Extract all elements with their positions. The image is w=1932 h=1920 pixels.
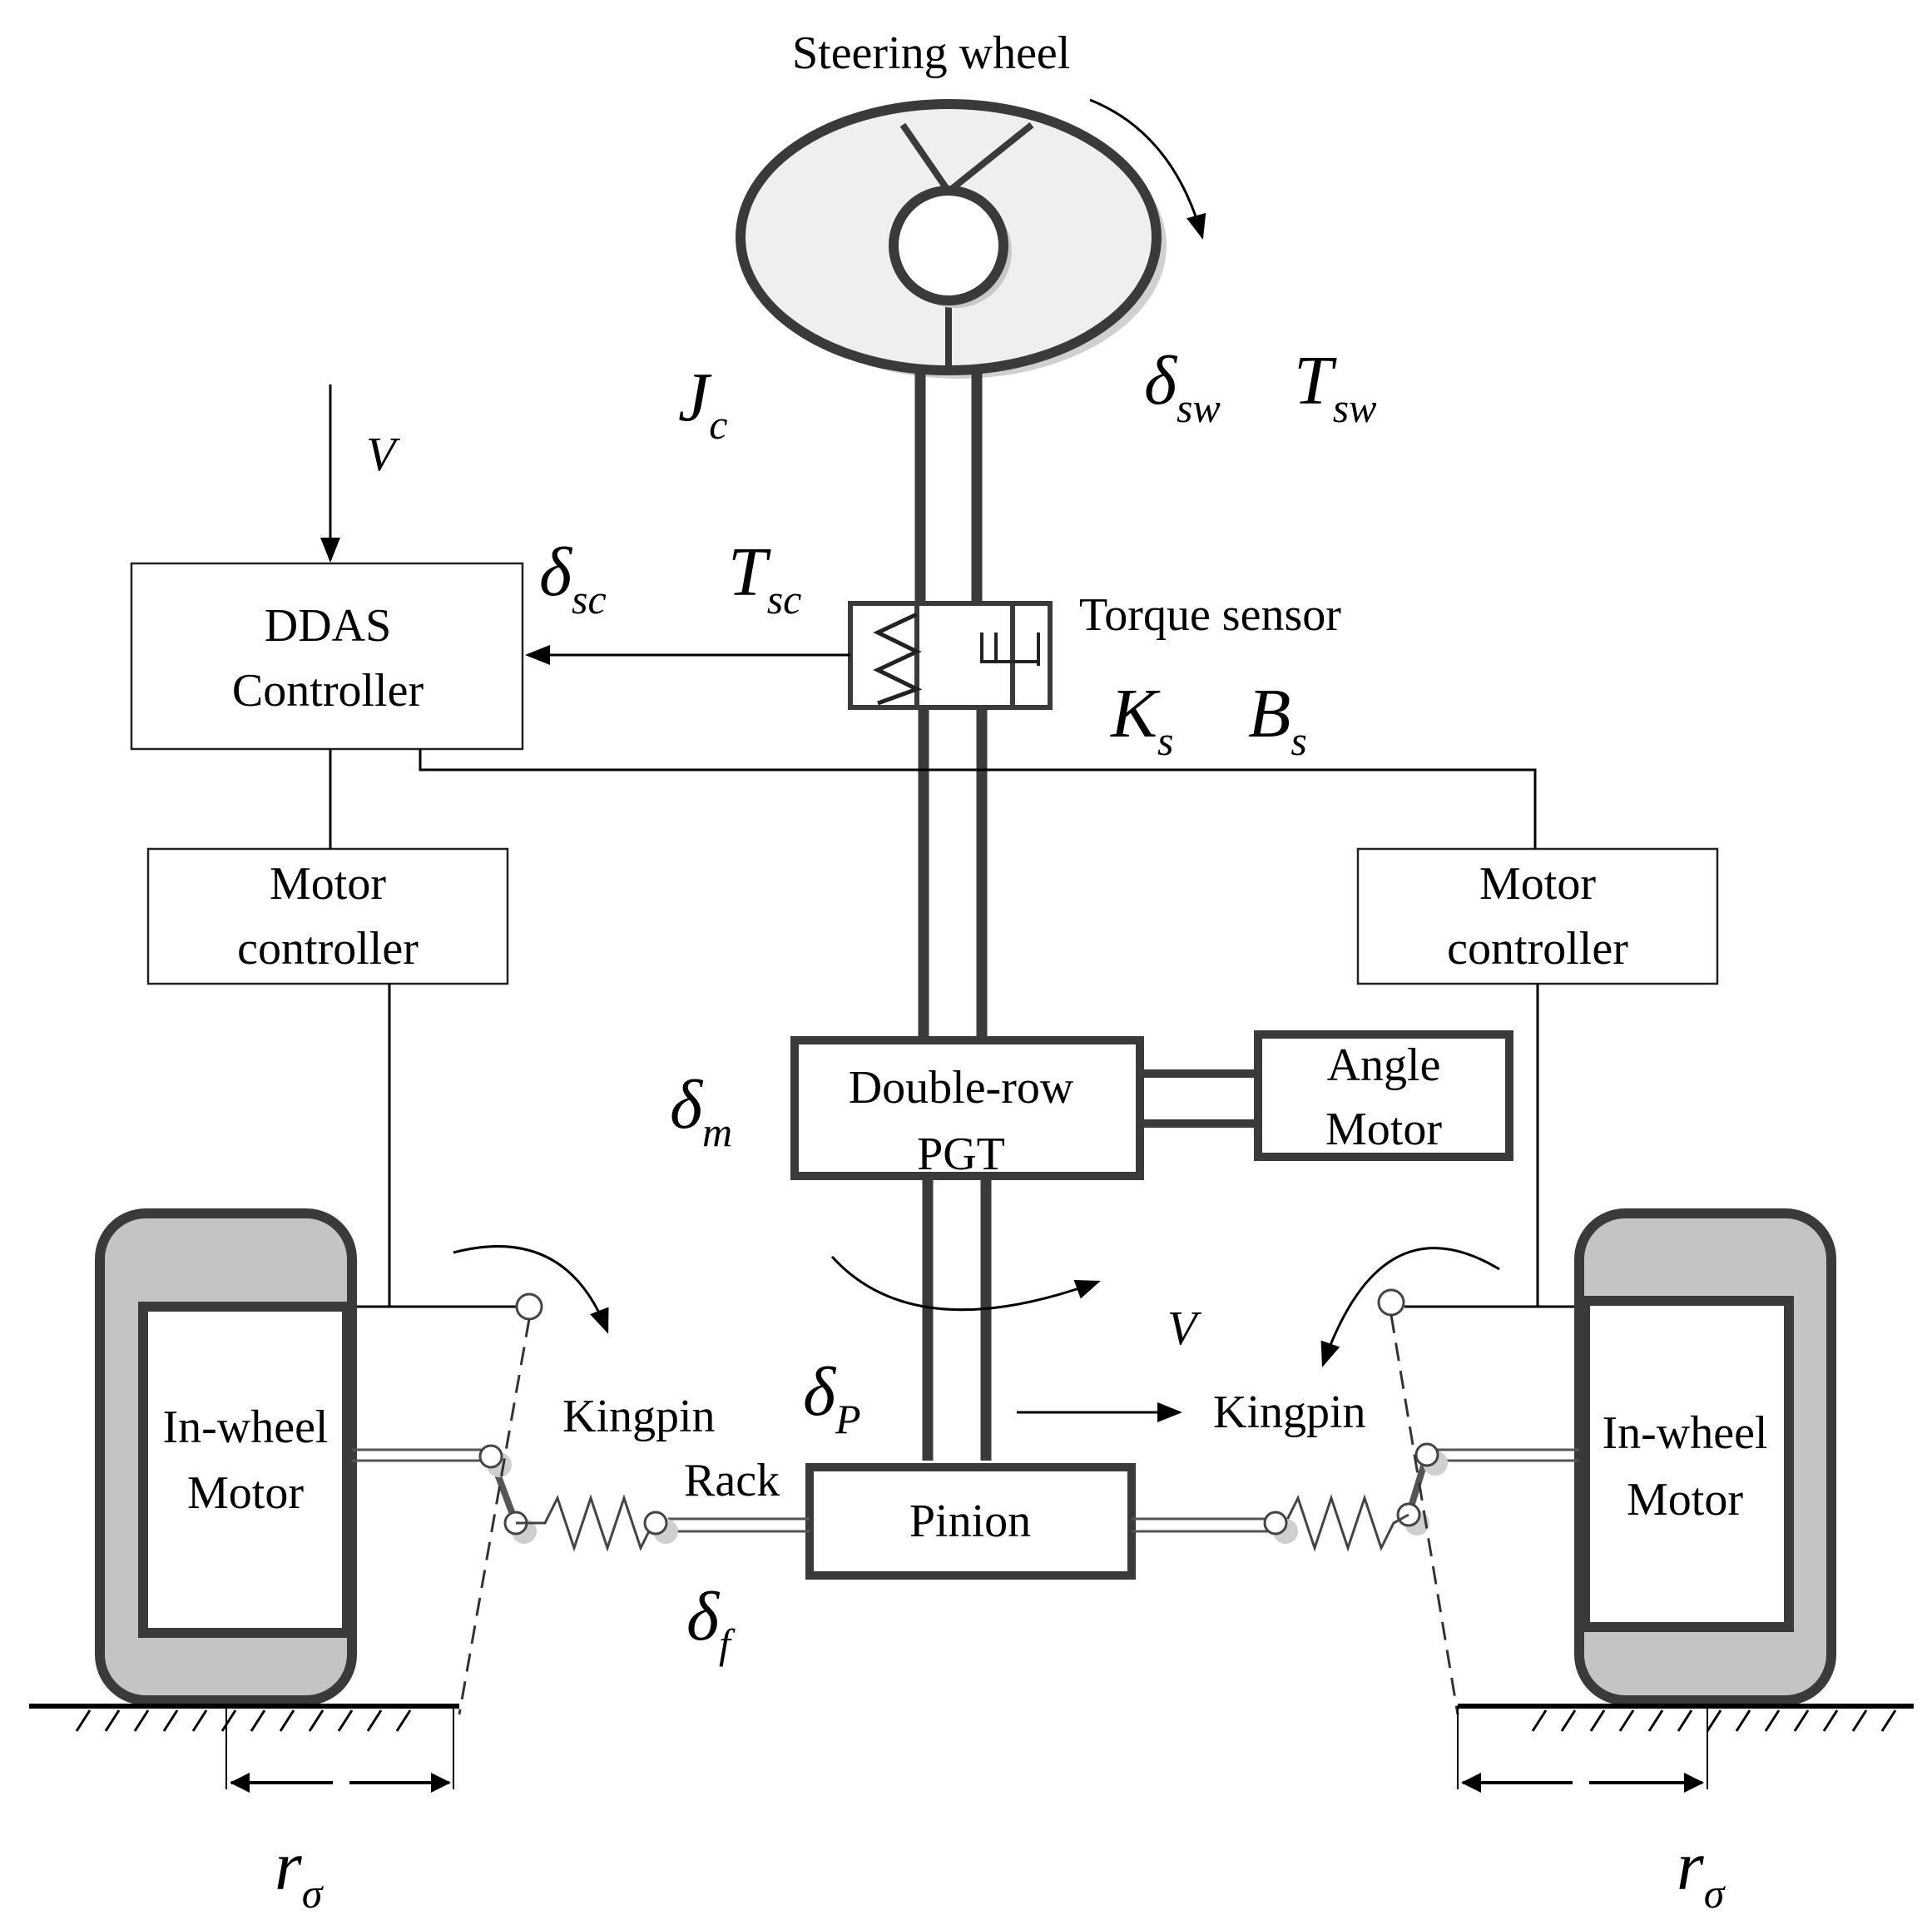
symbol-B-s: Bs [1248, 675, 1307, 764]
angle-motor-label-1: Angle [1327, 1039, 1441, 1091]
symbol-K-s: Ks [1110, 675, 1174, 764]
scrub-radius-right [1457, 1706, 1708, 1793]
symbol-delta-p: δP [803, 1353, 861, 1442]
symbol-T-sw: Tsw [1294, 342, 1377, 431]
rack-label: Rack [684, 1455, 780, 1506]
ddas-label-1: DDAS [265, 600, 391, 652]
linkage-right [1263, 1442, 1579, 1552]
velocity-label-top: V [366, 427, 401, 481]
ddas-controller [130, 562, 524, 751]
pinion [805, 1463, 1136, 1580]
rotation-arrow-kingpin-left [453, 1245, 609, 1334]
rack-bar [668, 1517, 1273, 1533]
pinion-label: Pinion [909, 1496, 1031, 1547]
angle-motor [1254, 1030, 1513, 1161]
wheel-right [1574, 1208, 1836, 1705]
rotation-arrow-kingpin-right [1320, 1247, 1500, 1367]
kingpin-right [1377, 1288, 1459, 1715]
double-row-pgt [790, 1036, 1144, 1180]
steering-wheel-label: Steering wheel [792, 27, 1070, 79]
scrub-radius-left [225, 1706, 454, 1793]
wheel-left-label-2: Motor [187, 1467, 304, 1519]
wheel-left [95, 1208, 357, 1705]
wheel-right-label-2: Motor [1627, 1474, 1743, 1526]
pgt-label-1: Double-row [849, 1062, 1074, 1114]
motor-controller-left-label-1: Motor [270, 858, 386, 910]
motor-controller-right [1356, 847, 1719, 985]
kingpin-left-label: Kingpin [562, 1391, 716, 1442]
ground-left [29, 1704, 459, 1732]
wheel-right-label-1: In-wheel [1602, 1407, 1767, 1459]
ddas-label-2: Controller [232, 665, 424, 717]
linkage-left [352, 1444, 678, 1552]
motor-controller-right-label-2: controller [1447, 923, 1628, 975]
control-wiring [329, 749, 1581, 1308]
torque-sensor-label: Torque sensor [1079, 589, 1341, 641]
rotation-arrow-pinion [830, 1255, 1101, 1312]
ground-right [1458, 1704, 1914, 1732]
symbol-T-sc: Tsc [728, 533, 801, 623]
symbol-delta-sc: δsc [539, 533, 607, 623]
wheel-left-label-1: In-wheel [162, 1402, 328, 1453]
steering-wheel [736, 99, 1167, 379]
motor-controller-left-label-2: controller [237, 923, 419, 975]
symbol-r-sigma-left: rσ [275, 1828, 324, 1917]
steering-column [914, 370, 992, 1461]
symbol-delta-sw: δsw [1144, 342, 1221, 431]
symbol-Jc: Jc [678, 359, 728, 448]
rotation-arrow-steering [1089, 98, 1206, 240]
angle-motor-label-2: Motor [1325, 1104, 1442, 1155]
symbol-r-sigma-right: rσ [1677, 1828, 1726, 1917]
kingpin-left [458, 1292, 543, 1715]
motor-controller-right-label-1: Motor [1479, 858, 1596, 910]
motor-controller-left [146, 847, 509, 985]
torque-sensor [848, 601, 1053, 710]
symbol-delta-f: δf [686, 1578, 736, 1667]
velocity-label-rack: V [1167, 1301, 1202, 1355]
pgt-shaft [1140, 1069, 1258, 1128]
symbol-delta-m: δm [670, 1066, 732, 1155]
kingpin-right-label: Kingpin [1213, 1387, 1366, 1438]
pgt-label-2: PGT [917, 1129, 1005, 1180]
